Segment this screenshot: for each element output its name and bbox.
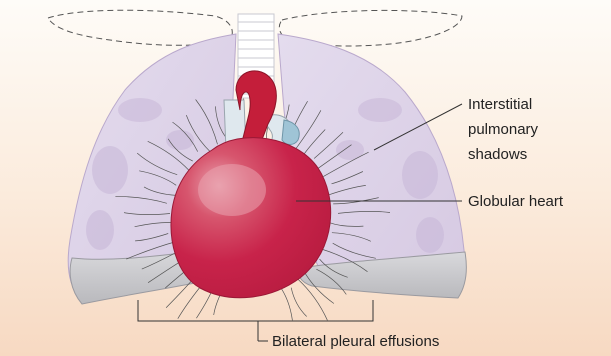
label-interstitial-line3: shadows <box>468 146 527 163</box>
label-bilateral-effusions: Bilateral pleural effusions <box>272 333 439 350</box>
label-interstitial-line1: Interstitial <box>468 96 532 113</box>
label-globular-heart: Globular heart <box>468 193 564 210</box>
label-interstitial-line2: pulmonary <box>468 121 539 138</box>
heart-highlight <box>198 164 266 216</box>
